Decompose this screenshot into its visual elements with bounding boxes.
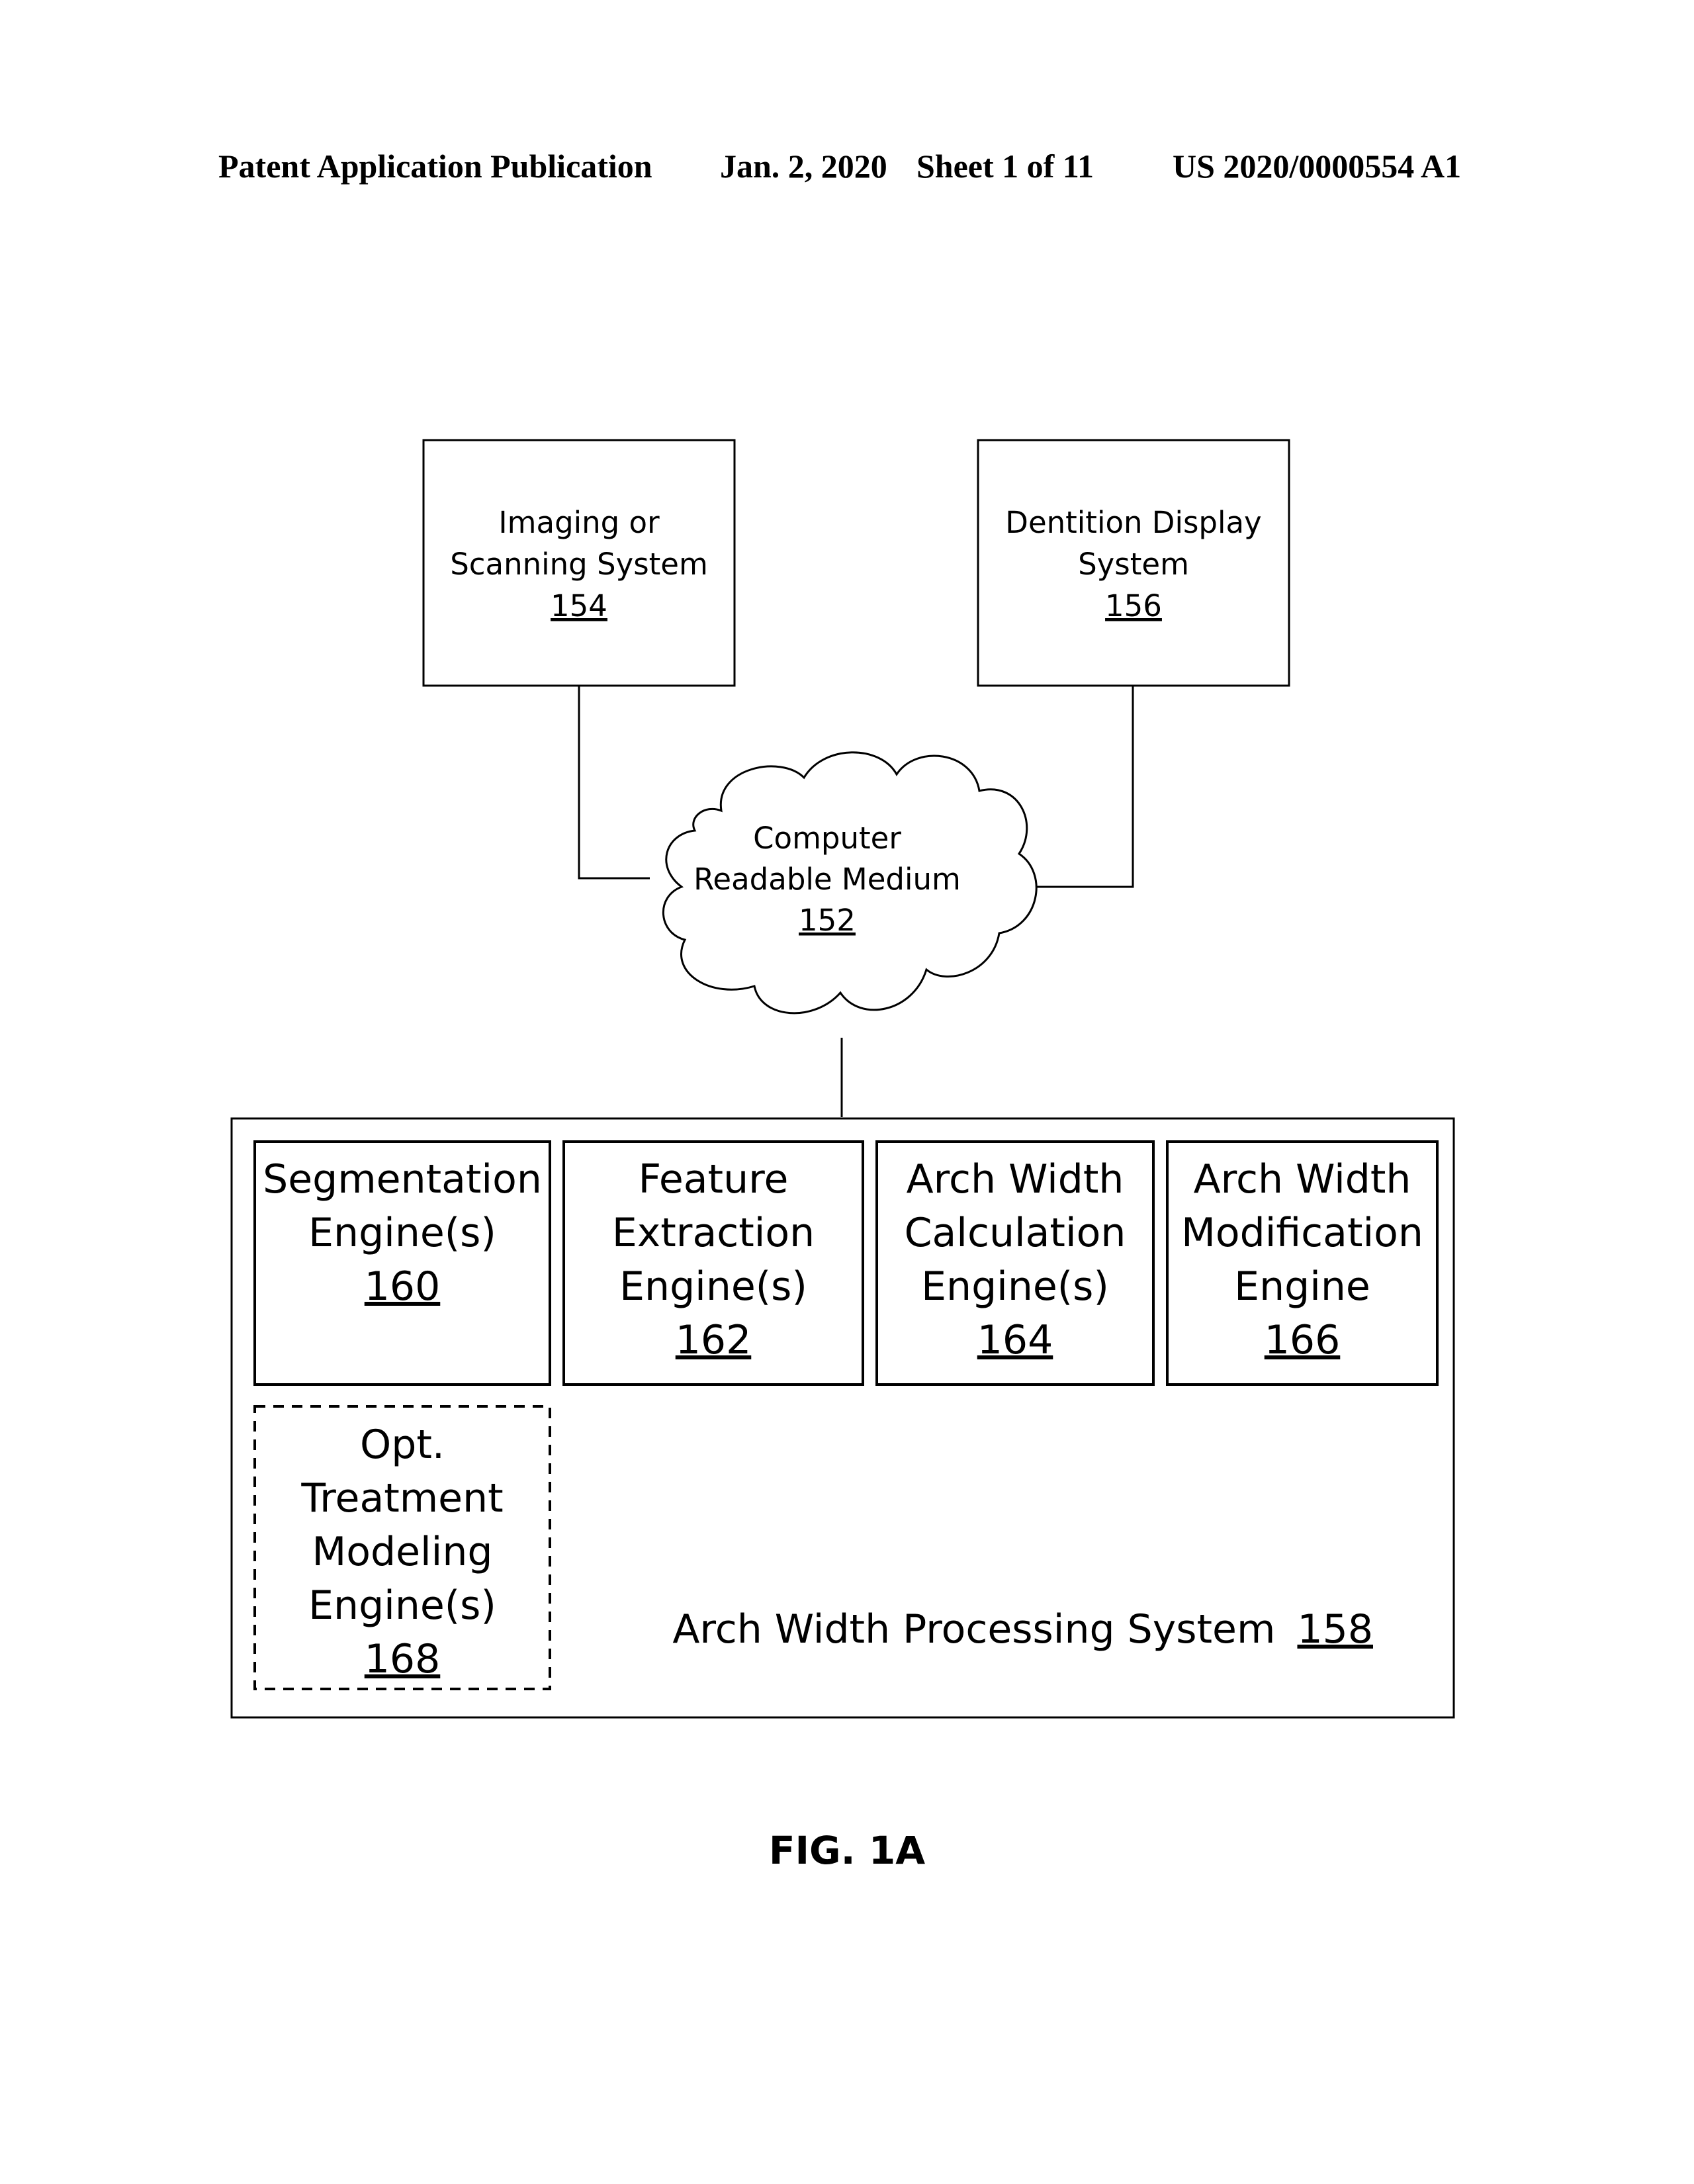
modification-label-line3: Engine xyxy=(1234,1263,1370,1310)
publication-number: US 2020/0000554 A1 xyxy=(1173,148,1462,185)
segmentation-engine-box: Segmentation Engine(s) 160 xyxy=(253,1140,551,1386)
modification-ref-number: 166 xyxy=(1265,1317,1341,1363)
dentition-display-system-box: Dentition Display System 156 xyxy=(977,439,1290,687)
segmentation-ref-number: 160 xyxy=(365,1263,441,1310)
medium-label-line2: Readable Medium xyxy=(693,862,961,897)
system-label: Arch Width Processing System xyxy=(672,1606,1275,1653)
feature-label-line1: Feature xyxy=(639,1156,789,1203)
imaging-scanning-system-box: Imaging or Scanning System 154 xyxy=(422,439,736,687)
modification-label-line1: Arch Width xyxy=(1194,1156,1411,1203)
treatment-label-line3: Modeling xyxy=(312,1529,493,1575)
publication-date: Jan. 2, 2020 xyxy=(720,148,887,185)
treatment-label-line1: Opt. xyxy=(360,1422,445,1468)
system-caption: Arch Width Processing System 158 xyxy=(672,1606,1373,1653)
calculation-label-line1: Arch Width xyxy=(907,1156,1124,1203)
arch-width-calculation-engine-box: Arch Width Calculation Engine(s) 164 xyxy=(875,1140,1155,1386)
treatment-ref-number: 168 xyxy=(365,1636,441,1682)
treatment-label-line4: Engine(s) xyxy=(308,1582,496,1629)
segmentation-label-line1: Segmentation xyxy=(263,1156,542,1203)
imaging-ref-number: 154 xyxy=(551,588,607,623)
display-ref-number: 156 xyxy=(1105,588,1162,623)
computer-readable-medium-cloud: Computer Readable Medium 152 xyxy=(662,751,1038,1015)
feature-ref-number: 162 xyxy=(676,1317,752,1363)
treatment-modeling-engine-box: Opt. Treatment Modeling Engine(s) 168 xyxy=(253,1405,551,1690)
display-label-line2: System xyxy=(1078,547,1189,582)
feature-label-line3: Engine(s) xyxy=(619,1263,807,1310)
feature-label-line2: Extraction xyxy=(612,1210,815,1256)
arch-width-modification-engine-box: Arch Width Modification Engine 166 xyxy=(1166,1140,1439,1386)
cloud-shape xyxy=(662,751,1038,1015)
imaging-label-line1: Imaging or xyxy=(498,505,660,540)
segmentation-label-line2: Engine(s) xyxy=(308,1210,496,1256)
medium-ref-number: 152 xyxy=(799,903,856,938)
connector-display-medium xyxy=(1034,686,1134,888)
treatment-label-line2: Treatment xyxy=(300,1475,503,1522)
imaging-label-line2: Scanning System xyxy=(450,547,708,582)
calculation-ref-number: 164 xyxy=(977,1317,1053,1363)
calculation-label-line2: Calculation xyxy=(905,1210,1126,1256)
calculation-label-line3: Engine(s) xyxy=(921,1263,1109,1310)
arch-width-processing-system-box xyxy=(230,1117,1455,1719)
connector-imaging-medium xyxy=(578,686,650,880)
modification-label-line2: Modification xyxy=(1181,1210,1423,1256)
medium-label-line1: Computer xyxy=(753,821,901,856)
feature-extraction-engine-box: Feature Extraction Engine(s) 162 xyxy=(562,1140,864,1386)
sheet-number: Sheet 1 of 11 xyxy=(916,148,1094,185)
publication-title: Patent Application Publication xyxy=(218,148,652,185)
display-label-line1: Dentition Display xyxy=(1005,505,1261,540)
system-ref-number: 158 xyxy=(1297,1606,1373,1653)
figure-label: FIG. 1A xyxy=(768,1828,926,1873)
